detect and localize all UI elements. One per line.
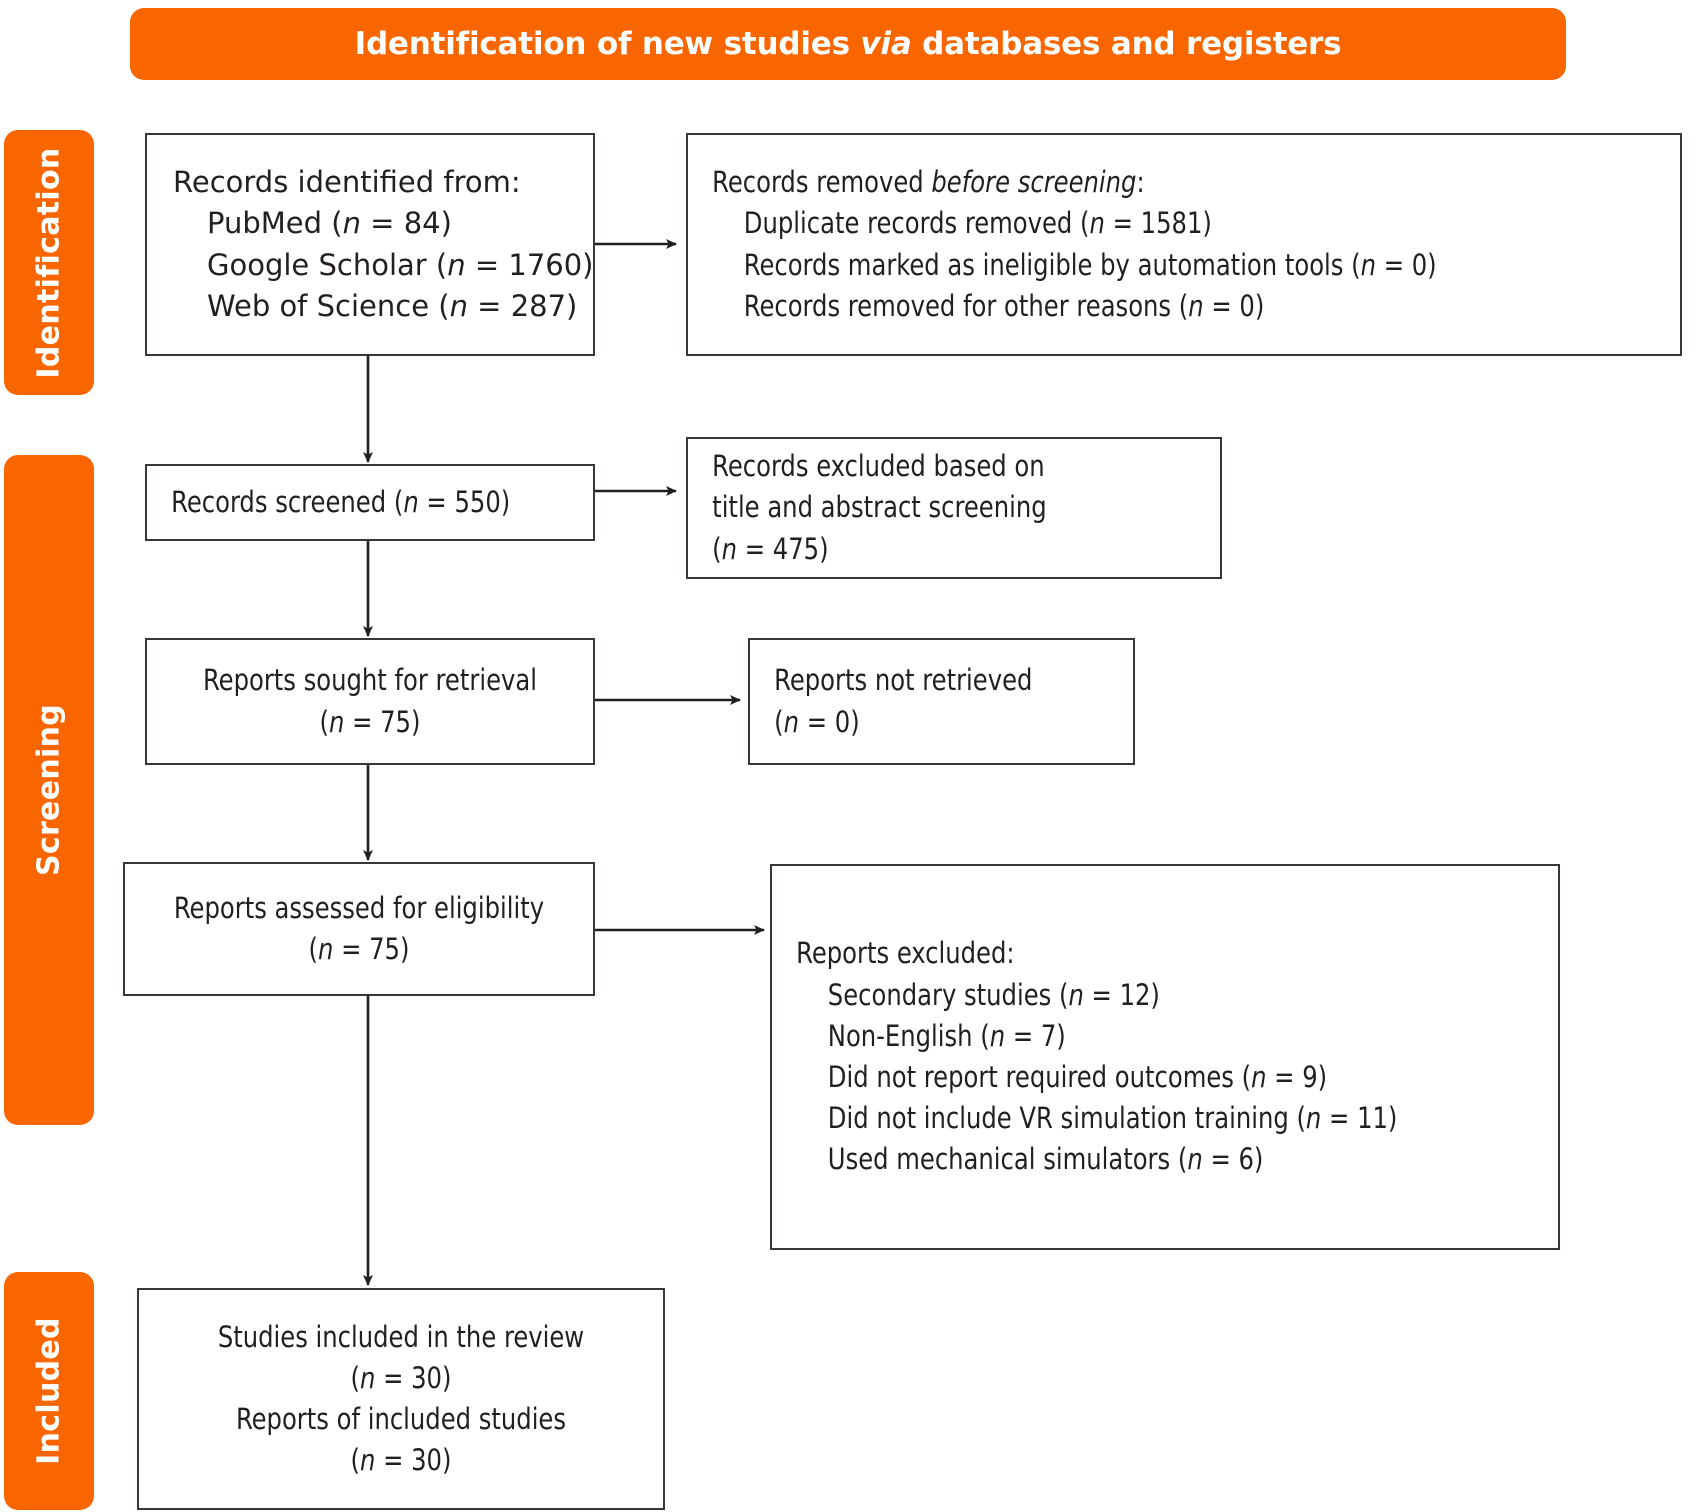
reports-sought-text: Reports sought for retrieval	[202, 663, 537, 698]
records-identified-pubmed: PubMed (n = 84)	[207, 206, 452, 241]
records-removed-heading-text: Records removed	[712, 165, 932, 200]
banner-title-emphasis: via	[860, 26, 912, 62]
records-identified-web-of-science: Web of Science (n = 287)	[207, 288, 578, 323]
reports-of-included-studies-text: Reports of included studies	[235, 1402, 567, 1436]
box-records-excluded: Records excluded based on title and abst…	[686, 437, 1222, 579]
stage-tab-identification-label: Identification	[31, 146, 67, 379]
reports-of-included-studies-count: (n = 30)	[350, 1443, 452, 1478]
box-reports-sought: Reports sought for retrieval (n = 75)	[145, 638, 595, 765]
reports-sought-count: (n = 75)	[319, 704, 421, 739]
reports-assessed-text: Reports assessed for eligibility	[173, 890, 545, 925]
stage-tab-included-label: Included	[31, 1317, 67, 1465]
box-reports-not-retrieved: Reports not retrieved (n = 0)	[748, 638, 1135, 765]
box-records-removed-before-screening: Records removed before screening: Duplic…	[686, 133, 1682, 356]
reports-excluded-heading: Reports excluded:	[796, 936, 1015, 971]
records-excluded-count: (n = 475)	[712, 531, 829, 566]
records-removed-heading-colon: :	[1136, 165, 1145, 200]
reports-excluded-no-required-outcomes: Did not report required outcomes (n = 9)	[827, 1060, 1328, 1094]
records-identified-google-scholar: Google Scholar (n = 1760)	[207, 247, 594, 282]
banner-identification: Identification of new studies via databa…	[130, 8, 1566, 80]
records-removed-duplicates: Duplicate records removed (n = 1581)	[743, 206, 1212, 241]
stage-tab-screening: Screening	[4, 455, 94, 1125]
stage-tab-identification: Identification	[4, 130, 94, 395]
banner-title-pre: Identification of new studies	[354, 26, 861, 62]
records-removed-automation: Records marked as ineligible by automati…	[743, 247, 1437, 282]
records-removed-heading-emphasis: before screening	[931, 165, 1137, 200]
box-records-screened: Records screened (n = 550)	[145, 464, 595, 541]
box-studies-included: Studies included in the review (n = 30) …	[137, 1288, 665, 1510]
reports-not-retrieved-count: (n = 0)	[774, 704, 860, 739]
reports-not-retrieved-text: Reports not retrieved	[774, 663, 1033, 698]
studies-included-text: Studies included in the review	[217, 1319, 585, 1354]
records-screened-text: Records screened (n = 550)	[171, 484, 511, 519]
records-removed-heading: Records removed before screening:	[688, 162, 1611, 203]
reports-excluded-non-english: Non-English (n = 7)	[827, 1018, 1066, 1053]
records-removed-other: Records removed for other reasons (n = 0…	[743, 288, 1265, 323]
box-records-identified: Records identified from: PubMed (n = 84)…	[145, 133, 595, 356]
reports-assessed-count: (n = 75)	[308, 932, 410, 966]
box-reports-assessed: Reports assessed for eligibility (n = 75…	[123, 862, 595, 996]
records-excluded-line-1: Records excluded based on	[712, 449, 1045, 484]
records-excluded-line-2: title and abstract screening	[712, 490, 1047, 525]
reports-excluded-no-vr-simulation: Did not include VR simulation training (…	[827, 1101, 1398, 1136]
banner-title-post: databases and registers	[911, 26, 1342, 62]
box-reports-excluded: Reports excluded: Secondary studies (n =…	[770, 864, 1560, 1250]
reports-excluded-mechanical-simulators: Used mechanical simulators (n = 6)	[827, 1142, 1264, 1177]
stage-tab-screening-label: Screening	[31, 703, 67, 877]
studies-included-count: (n = 30)	[350, 1360, 452, 1395]
banner-title: Identification of new studies via databa…	[355, 26, 1342, 62]
records-identified-heading: Records identified from:	[173, 165, 521, 200]
reports-excluded-secondary-studies: Secondary studies (n = 12)	[827, 977, 1160, 1012]
stage-tab-included: Included	[4, 1272, 94, 1510]
